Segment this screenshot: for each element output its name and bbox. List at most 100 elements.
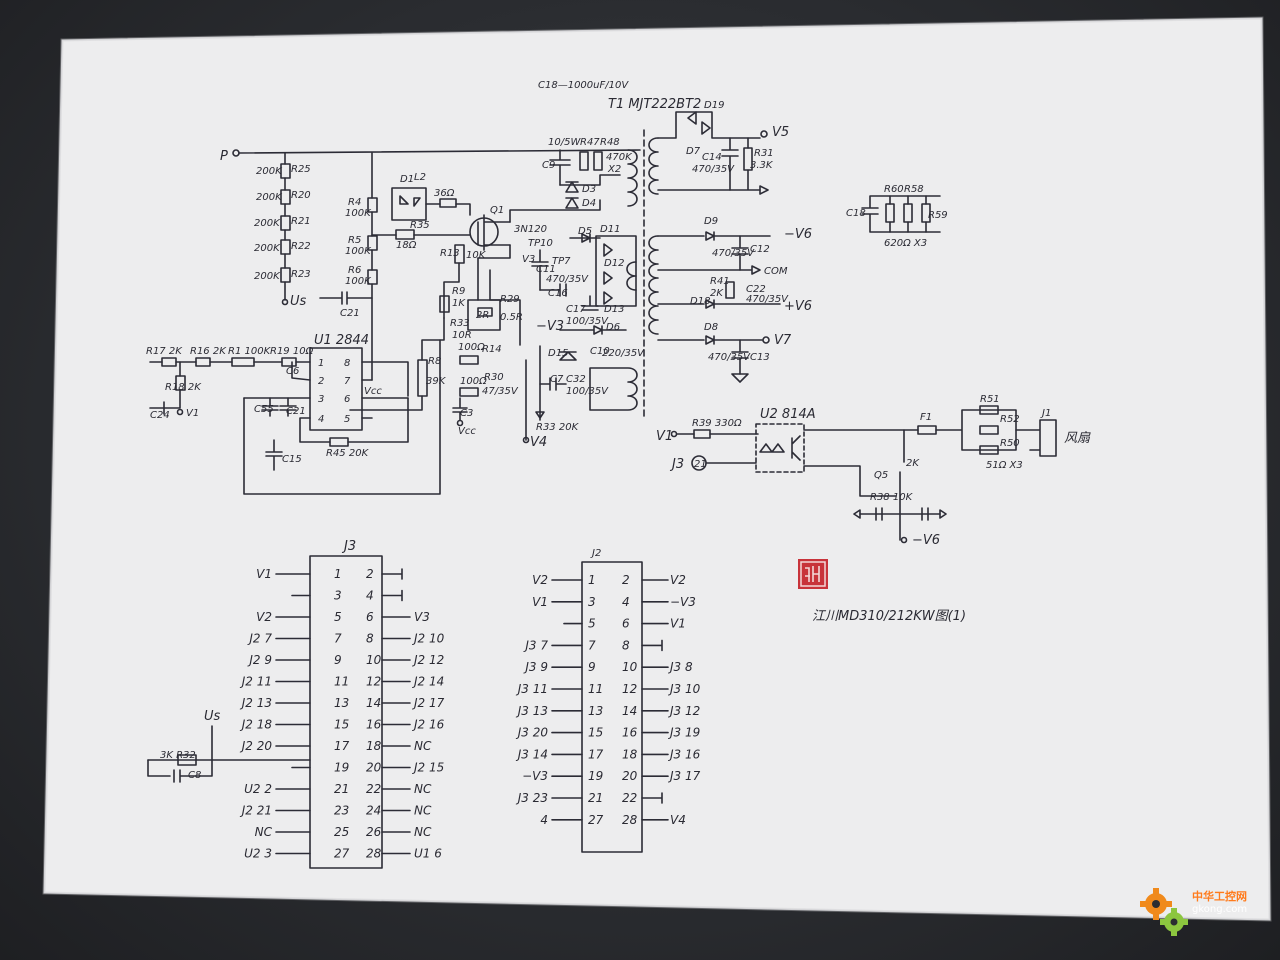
j3-pin-number: 10	[366, 653, 382, 667]
j3-right-net: J2 16	[412, 718, 445, 732]
svg-text:470/35V: 470/35V	[546, 274, 589, 285]
j2-title: J2	[590, 548, 601, 559]
svg-text:X2: X2	[607, 164, 621, 175]
j2-pin-number: 19	[588, 769, 603, 783]
j3-pin-number: 11	[334, 675, 349, 689]
j3-pin-number: 15	[334, 718, 349, 732]
svg-text:Vcc: Vcc	[458, 426, 476, 437]
u1-chip	[309, 347, 363, 431]
p-label: P	[220, 149, 228, 164]
j2-pin-number: 21	[588, 791, 603, 805]
svg-text:R33: R33	[450, 318, 470, 329]
j2-pin-number: 6	[622, 617, 630, 631]
j3-left-net: J2 13	[240, 696, 272, 710]
svg-text:J3: J3	[669, 457, 684, 472]
j2-left-net: J3 20	[516, 726, 549, 740]
svg-text:3N120: 3N120	[514, 224, 547, 235]
j2-left-net: J3 14	[516, 747, 548, 761]
j3-pin-number: 28	[366, 847, 382, 861]
j2-pin-number: 9	[588, 660, 596, 674]
svg-text:V4: V4	[530, 435, 547, 450]
svg-text:C13: C13	[750, 352, 770, 363]
svg-text:Q1: Q1	[490, 205, 504, 216]
svg-text:D1: D1	[400, 174, 414, 185]
svg-text:D3: D3	[582, 184, 596, 195]
svg-text:L2: L2	[414, 172, 426, 183]
svg-text:V1: V1	[656, 429, 673, 444]
j3-pin-number: 17	[334, 739, 350, 753]
svg-text:C32: C32	[566, 374, 586, 385]
j3-left-net: J2 21	[240, 804, 272, 818]
transformer-label: T1 MJT222BT2	[608, 97, 701, 112]
j2-pin-number: 5	[588, 617, 596, 631]
j3-pin-number: 14	[366, 696, 381, 710]
svg-text:8: 8	[344, 358, 350, 369]
watermark-url: gkong.com	[1192, 904, 1248, 915]
svg-text:100Ω: 100Ω	[458, 342, 485, 353]
j3-pin-number: 24	[366, 804, 381, 818]
svg-text:TP10: TP10	[528, 238, 553, 249]
j3-right-net: J2 17	[412, 696, 445, 710]
svg-text:2K: 2K	[710, 288, 724, 299]
svg-text:COM: COM	[764, 266, 788, 277]
svg-text:470/35V: 470/35V	[712, 248, 755, 259]
svg-text:R20: R20	[291, 190, 311, 201]
j3-right-net: J2 15	[412, 761, 444, 775]
j3-left-net: J2 20	[240, 739, 273, 753]
j3-left-net: J2 9	[247, 653, 272, 667]
svg-text:−V6: −V6	[784, 227, 812, 242]
svg-text:−V3: −V3	[536, 319, 564, 334]
svg-text:C16: C16	[548, 288, 568, 299]
svg-text:R13: R13	[440, 248, 460, 259]
j3-pin-number: 13	[334, 696, 349, 710]
svg-text:D19: D19	[704, 100, 724, 111]
svg-text:R8: R8	[428, 356, 441, 367]
j2-pin-number: 20	[622, 769, 638, 783]
j3-left-net: V2	[256, 610, 272, 624]
svg-text:V1: V1	[186, 408, 199, 419]
j2-pin-number: 1	[588, 573, 596, 587]
j3-pin-number: 19	[334, 761, 349, 775]
j3-pin-number: 23	[334, 804, 349, 818]
svg-text:D18: D18	[690, 296, 710, 307]
j3-title: J3	[341, 539, 356, 554]
svg-text:C24: C24	[150, 410, 170, 421]
j3-left-net: J2 7	[247, 632, 272, 646]
j2-pin-number: 3	[588, 595, 596, 609]
j2-pin-number: 27	[588, 813, 604, 827]
j3-pin-number: 27	[334, 847, 350, 861]
j2-pin-number: 7	[588, 638, 596, 652]
j3-pin-number: 8	[366, 632, 374, 646]
j2-pin-number: 22	[622, 791, 637, 805]
svg-text:200K: 200K	[254, 218, 281, 229]
u1-label: U1 2844	[314, 333, 369, 348]
svg-text:R6: R6	[348, 265, 361, 276]
j2-pin-number: 13	[588, 704, 603, 718]
j3-pin-number: 7	[334, 632, 342, 646]
j3-pin-number: 25	[334, 825, 349, 839]
svg-text:100/35V: 100/35V	[566, 386, 609, 397]
svg-text:R4: R4	[348, 197, 361, 208]
svg-text:R5: R5	[348, 235, 361, 246]
svg-text:3: 3	[318, 394, 324, 405]
svg-text:C21: C21	[286, 406, 306, 417]
j3-pin-row: 13 14 J2 13 J2 17	[240, 696, 445, 710]
svg-text:R16 2K: R16 2K	[190, 346, 227, 357]
svg-text:36Ω: 36Ω	[434, 188, 455, 199]
svg-text:R47: R47	[580, 137, 600, 148]
svg-text:R51: R51	[980, 394, 1000, 405]
j3-pin-number: 4	[366, 589, 374, 603]
j2-right-net: V4	[670, 813, 686, 827]
j2-left-net: J3 9	[523, 660, 548, 674]
svg-text:5: 5	[344, 414, 350, 425]
